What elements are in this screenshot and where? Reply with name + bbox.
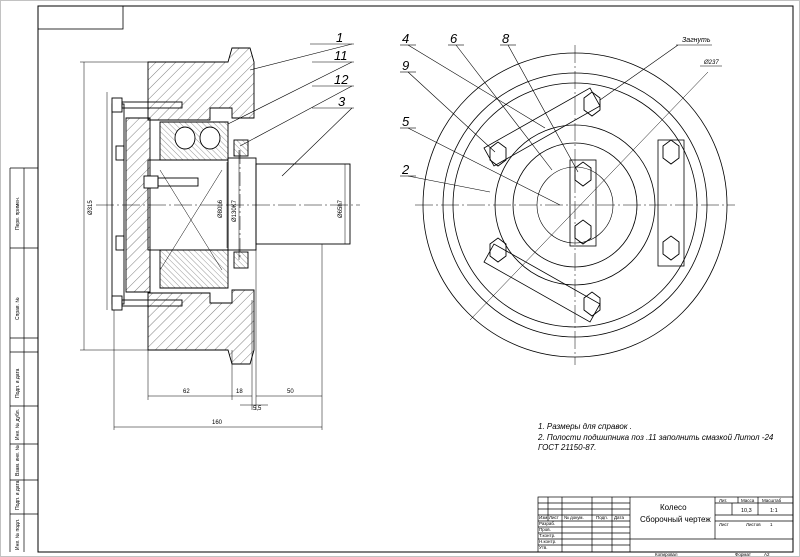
tb-name1: Колесо (660, 503, 687, 512)
label-pos-1: 1 (336, 30, 343, 45)
tb-masshtab: Масштаб (762, 498, 782, 503)
tb-masshtab-val: 1:1 (770, 508, 778, 514)
side-stamp-text: Инв. № дубл. (15, 409, 21, 440)
dim-d237: Ø237 (703, 60, 719, 66)
tb-prov: Пров. (539, 527, 551, 532)
bolt-heads (489, 91, 680, 317)
side-stamp-text: Подп. и дата (15, 368, 21, 398)
drawing-frame (37, 5, 794, 553)
title-block (537, 496, 794, 553)
label-pos-12: 12 (334, 72, 349, 87)
side-stamp-text: Взам. инв. № (15, 445, 21, 476)
top-left-stamp (37, 5, 124, 30)
section-dimensions (80, 61, 346, 430)
side-stamp-text: Справ. № (15, 297, 21, 320)
tb-izm: Изм. (539, 515, 549, 520)
tb-lit: Лит. (719, 498, 727, 503)
tb-doc: № докум. (564, 515, 584, 520)
side-stamp-text: Подп. и дата (15, 480, 21, 510)
tb-listov: Листов (746, 522, 761, 527)
label-pos-8: 8 (502, 31, 510, 46)
technical-notes: 1. Размеры для справок . 2. Полости подш… (538, 422, 788, 454)
tb-massa: Масса (741, 498, 755, 503)
cover-plate (111, 103, 125, 305)
tb-sign: Подп. (596, 515, 608, 520)
tb-tkontr: Т.контр. (539, 533, 555, 538)
dim-d65: Ø65h7 (338, 199, 344, 218)
wheel-body (147, 47, 255, 121)
tb-format-val: А2 (764, 552, 770, 557)
tb-nkontr: Н.контр. (539, 539, 556, 544)
tb-format: Формат (735, 552, 751, 557)
note-2: 2. Полости подшипника поз .11 заполнить … (538, 432, 774, 442)
label-pos-5: 5 (402, 114, 410, 129)
label-pos-11: 11 (334, 48, 348, 63)
label-pos-3: 3 (338, 94, 346, 109)
tb-date: Дата (614, 515, 624, 520)
tb-kopiroval: Копировал (655, 552, 678, 557)
side-stamp-text: Инв. № подл. (15, 519, 21, 550)
label-pos-2: 2 (401, 162, 410, 177)
tb-utv: Утв. (539, 545, 548, 550)
section-view (96, 47, 360, 365)
dim-d80: Ø80h6 (218, 199, 224, 218)
note-3: ГОСТ 21150-87. (538, 443, 597, 452)
dim-5-5: 5,5 (253, 406, 262, 412)
front-view (415, 45, 735, 365)
side-stamp (9, 167, 38, 552)
tb-razrab: Разраб. (539, 521, 555, 526)
label-pos-6: 6 (450, 31, 458, 46)
label-pos-9: 9 (402, 58, 409, 73)
tb-list2: Лист (719, 522, 729, 527)
dim-18: 18 (236, 389, 243, 395)
tb-massa-val: 10,3 (741, 508, 752, 514)
dim-62: 62 (183, 389, 190, 395)
tb-name2: Сборочный чертеж (640, 515, 711, 524)
note-1: 1. Размеры для справок . (538, 422, 633, 431)
dim-50: 50 (287, 389, 294, 395)
wheel-body-lower (147, 289, 255, 365)
bearing-lower (159, 249, 229, 289)
label-pos-4: 4 (402, 31, 409, 46)
side-stamp-text: Перв. примен. (15, 197, 21, 230)
label-bend: Загнуть (682, 37, 711, 44)
tb-listov-val: 1 (770, 522, 773, 527)
dim-d315: Ø315 (88, 200, 94, 215)
tb-list: Лист (549, 515, 559, 520)
dim-d130: Ø130K7 (232, 199, 238, 222)
dim-160: 160 (212, 420, 223, 426)
